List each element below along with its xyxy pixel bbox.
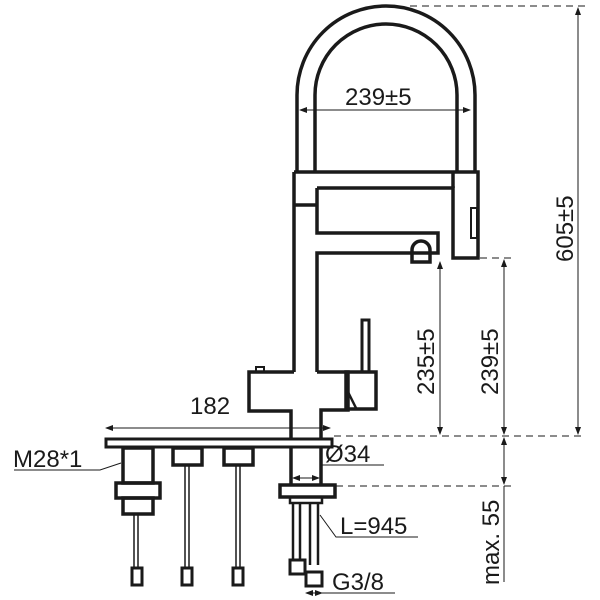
m28-connector: [114, 446, 162, 587]
thread-label: M28*1: [13, 446, 82, 473]
faucet-body: [292, 172, 440, 372]
hose-height-label: 239±5: [477, 328, 504, 395]
faucet-base: [247, 366, 378, 438]
outlet-height-label: 235±5: [413, 328, 440, 395]
dimension-lines: [14, 7, 581, 596]
connection-label: G3/8: [332, 569, 384, 596]
base-width-label: 182: [190, 393, 230, 420]
hose-length-label: L=945: [340, 513, 407, 540]
extension-lines: [334, 5, 586, 487]
shank-and-hoses: [278, 447, 337, 588]
cable-2: [222, 446, 255, 587]
shank-diameter-label: Ø34: [325, 441, 370, 468]
faucet-head: [294, 170, 480, 260]
max-thickness-label: max. 55: [478, 500, 505, 585]
total-height-label: 605±5: [552, 195, 579, 262]
spout-width-label: 239±5: [345, 84, 412, 111]
lever-handle: [360, 318, 371, 374]
cable-1: [171, 446, 204, 587]
spout-arch: [295, 4, 477, 172]
mounting-plate: [104, 437, 334, 449]
